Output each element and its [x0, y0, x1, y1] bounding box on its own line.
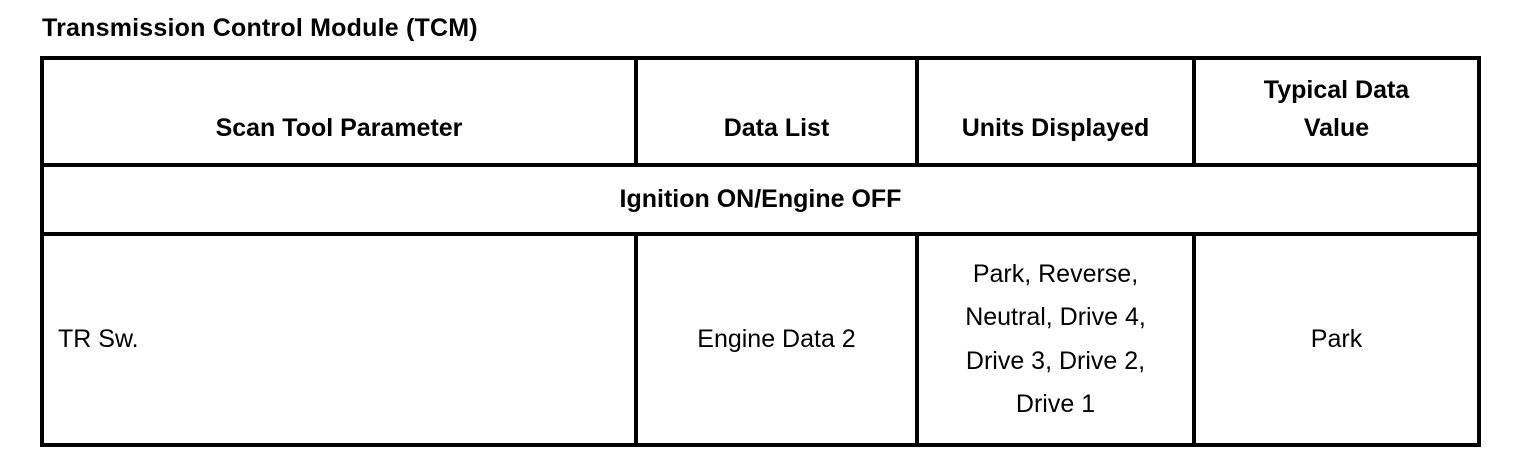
section-header-ignition-on-engine-off: Ignition ON/Engine OFF [40, 163, 1481, 237]
page-title: Transmission Control Module (TCM) [42, 14, 478, 42]
cell-typical-data-value: Park [1192, 232, 1481, 447]
table-row: TR Sw. Engine Data 2 Park, Reverse, Neut… [40, 232, 1481, 447]
column-header-scan-tool-parameter: Scan Tool Parameter [40, 55, 638, 168]
cell-scan-tool-parameter: TR Sw. [40, 232, 638, 447]
column-header-data-list: Data List [634, 55, 919, 168]
column-header-typical-data-value: Typical Data Value [1192, 55, 1481, 168]
table-section-row: Ignition ON/Engine OFF [40, 163, 1481, 237]
cell-units-displayed: Park, Reverse, Neutral, Drive 4, Drive 3… [915, 232, 1196, 447]
cell-data-list: Engine Data 2 [634, 232, 919, 447]
table-header-row: Scan Tool Parameter Data List Units Disp… [40, 55, 1481, 168]
tcm-scan-data-table: Scan Tool Parameter Data List Units Disp… [40, 55, 1481, 447]
column-header-units-displayed: Units Displayed [915, 55, 1196, 168]
